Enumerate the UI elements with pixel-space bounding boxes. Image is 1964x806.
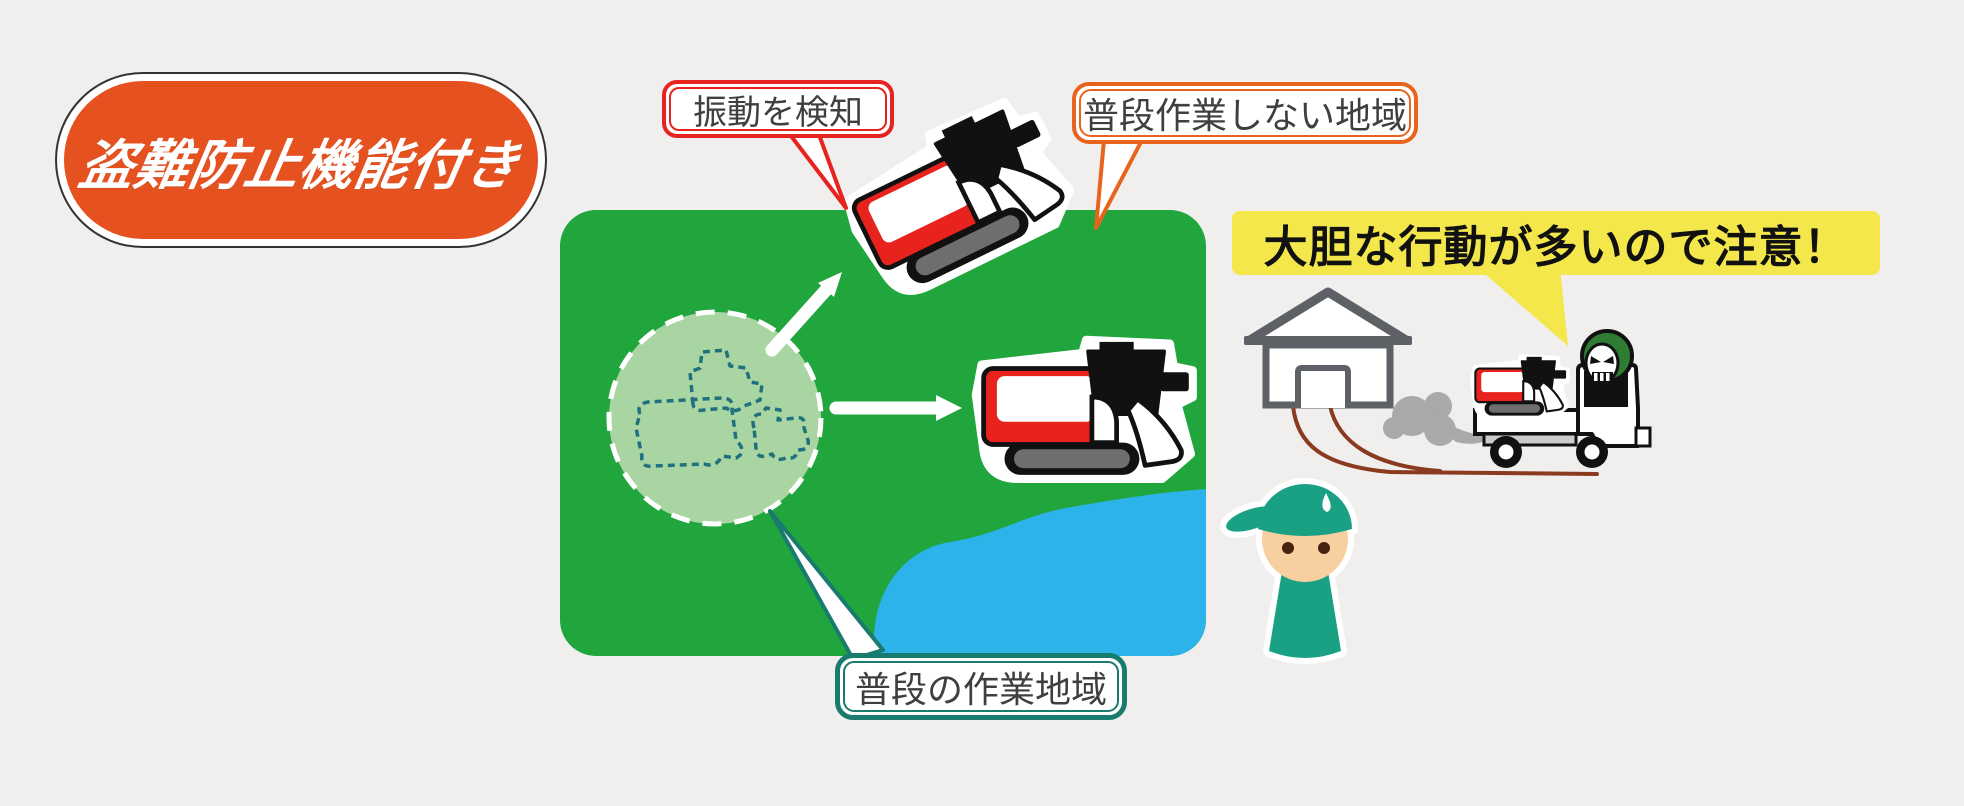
vibration-callout: 振動を検知 xyxy=(662,80,894,138)
getaway-truck xyxy=(1470,329,1652,468)
sweat-drop-icon xyxy=(1322,493,1331,512)
tire-tracks xyxy=(1291,404,1599,476)
warning-banner-label: 大胆な行動が多いので注意！ xyxy=(1263,223,1849,272)
map-area xyxy=(560,210,1206,656)
thief-skull-icon xyxy=(1580,329,1634,384)
barn-icon xyxy=(1244,287,1412,409)
farmer-icon xyxy=(1220,478,1358,664)
combine-outline-icon xyxy=(634,396,744,469)
stolen-combine xyxy=(1470,354,1570,420)
map-water xyxy=(874,489,1206,656)
truck-wheels xyxy=(1490,436,1608,468)
arrow-right-head xyxy=(936,395,962,421)
tractor-outline-icon xyxy=(688,348,764,413)
unusual-area-callout-label: 普段作業しない地域 xyxy=(1082,95,1407,136)
unusual-area-callout: 普段作業しない地域 xyxy=(1072,82,1418,144)
usual-area-combine xyxy=(976,340,1193,479)
exhaust-smoke-icon xyxy=(1383,392,1494,446)
warning-banner: 大胆な行動が多いので注意！ xyxy=(1232,211,1880,275)
anti-theft-badge: 盗難防止機能付き xyxy=(55,72,547,248)
vibration-callout-label: 振動を検知 xyxy=(693,93,863,132)
ghost-machines xyxy=(634,348,811,469)
arrow-up-right-icon xyxy=(765,283,833,357)
usual-area-callout: 普段の作業地域 xyxy=(835,653,1127,720)
anti-theft-badge-label: 盗難防止機能付き xyxy=(74,135,526,196)
wagon-outline-icon xyxy=(751,406,811,462)
vibration-callout-tail xyxy=(786,130,848,210)
usual-zone-dashed-border xyxy=(606,309,824,527)
usual-area-callout-label: 普段の作業地域 xyxy=(854,668,1107,710)
anti-theft-badge-fill: 盗難防止機能付き xyxy=(64,81,538,239)
movement-arrows xyxy=(765,272,962,421)
arrow-up-right-head xyxy=(818,272,842,297)
warning-callout-tail xyxy=(1478,268,1568,346)
usual-zone-circle xyxy=(609,312,821,524)
